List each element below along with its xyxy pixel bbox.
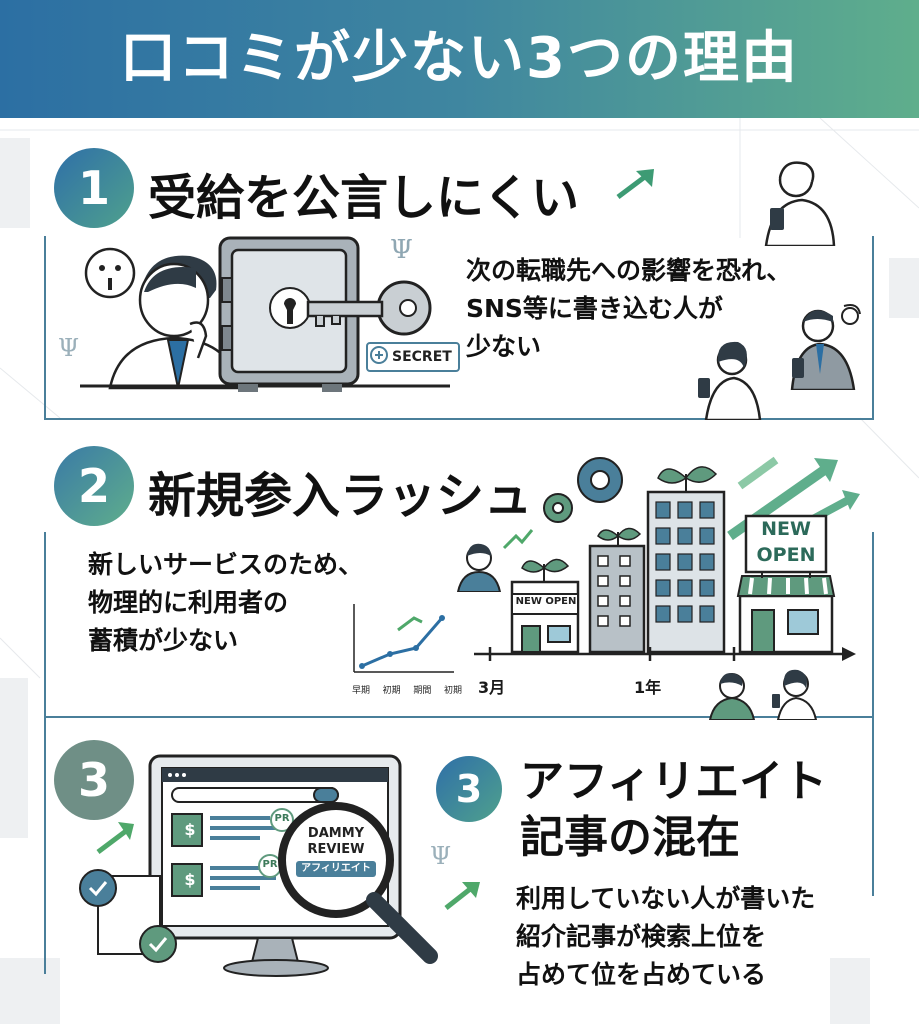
pr-badge-2: PR [262, 859, 278, 870]
pr-badge-1: PR [274, 813, 290, 824]
section-1-line-3: 少ない [466, 332, 542, 361]
businessman-with-phone-illustration [790, 304, 861, 390]
section-1-frame [44, 236, 874, 420]
people-with-phones-illustration [708, 669, 818, 720]
lock-badge-icon [370, 346, 388, 364]
magnifier-line-2: REVIEW [307, 842, 365, 857]
section-1-title: 受給を公言しにくい [148, 170, 580, 226]
section-3-frame [44, 716, 46, 974]
dollar-badge-2: $ [184, 870, 196, 889]
mini-chart-labels: 早期 初期 期間 初期 [352, 683, 462, 696]
section-2-line-2: 物理的に利用者の [88, 588, 289, 617]
section-3-badge: 3 [436, 756, 502, 822]
section-3-line-1: 利用していない人が書いた [516, 884, 816, 913]
section-1-frame-right [872, 236, 874, 418]
trend-arrow-icon [616, 169, 654, 199]
section-3-number: 3 [54, 740, 134, 820]
mini-chart-label-4: 初期 [443, 686, 462, 696]
trend-arrow-small-icon [502, 529, 534, 550]
timeline-axis [474, 647, 856, 661]
section-2-frame-right [872, 532, 874, 716]
growth-mini-chart [353, 604, 454, 673]
mini-chart-label-2: 初期 [382, 686, 401, 696]
section-1-description: 次の転職先への影響を恐れ、 SNS等に書き込む人が 少ない [466, 252, 846, 366]
mini-chart-label-3: 期間 [413, 686, 432, 696]
psi-mark-icon-2: Ψ [430, 842, 451, 870]
section-3-frame-right [872, 716, 874, 896]
mini-chart-label-1: 早期 [352, 686, 371, 696]
svg-text:Ψ: Ψ [390, 235, 413, 265]
woman-reading-phone-illustration [698, 341, 762, 420]
new-open-sign-line-2: OPEN [756, 544, 816, 566]
magnifier-label: DAMMY REVIEW アフィリエイト [296, 826, 376, 877]
timeline-label-1y: 1年 [634, 678, 662, 697]
section-1-line-1: 次の転職先への影響を恐れ、 [466, 256, 792, 285]
woman-with-phone-illustration [764, 161, 836, 246]
section-2-line-3: 蓄積が少ない [88, 626, 239, 655]
section-3-line-3: 占めて位を占めている [516, 960, 767, 989]
dollar-badge-1: $ [184, 820, 196, 839]
section-2-title: 新規参入ラッシュ [148, 468, 533, 524]
section-2-line-1: 新しいサービスのため、 [88, 550, 364, 579]
magnifier-line-1: DAMMY [307, 826, 365, 841]
header-banner: 口コミが少ない3つの理由 [0, 0, 919, 118]
new-business-city-illustration [510, 456, 860, 654]
secret-keeping-illustration: Ψ [80, 235, 450, 392]
section-1-line-2: SNS等に書き込む人が [466, 294, 723, 323]
secret-tag-label: SECRET [392, 349, 452, 365]
section-3-title: アフィリエイト 記事の混在 [520, 754, 827, 866]
person-avatar-illustration [456, 543, 502, 592]
section-3-title-line-1: アフィリエイト [520, 756, 828, 807]
magnifier-line-3: アフィリエイト [296, 861, 376, 877]
section-2-description: 新しいサービスのため、 物理的に利用者の 蓄積が少ない [88, 546, 418, 660]
section-2-number: 2 [54, 446, 134, 526]
section-3-line-2: 紹介記事が検索上位を [516, 922, 767, 951]
background-decoration [0, 118, 919, 1024]
section-2-frame [44, 532, 874, 718]
timeline-label-3m: 3月 [478, 678, 506, 697]
section-1-number: 1 [54, 148, 134, 228]
new-open-sign: NEW OPEN [746, 516, 826, 568]
new-open-sign-line-1: NEW [761, 518, 811, 540]
svg-text:Ψ: Ψ [430, 842, 451, 870]
store-sign: NEW OPEN [515, 596, 577, 607]
page-title: 口コミが少ない3つの理由 [120, 26, 799, 91]
search-results-monitor-illustration [79, 754, 438, 977]
section-3-title-line-2: 記事の混在 [520, 812, 740, 863]
svg-text:Ψ: Ψ [58, 334, 79, 362]
section-3-description: 利用していない人が書いた 紹介記事が検索上位を 占めて位を占めている [516, 880, 876, 994]
psi-mark-icon: Ψ [58, 334, 79, 362]
trend-arrow-icon-3 [444, 882, 480, 910]
